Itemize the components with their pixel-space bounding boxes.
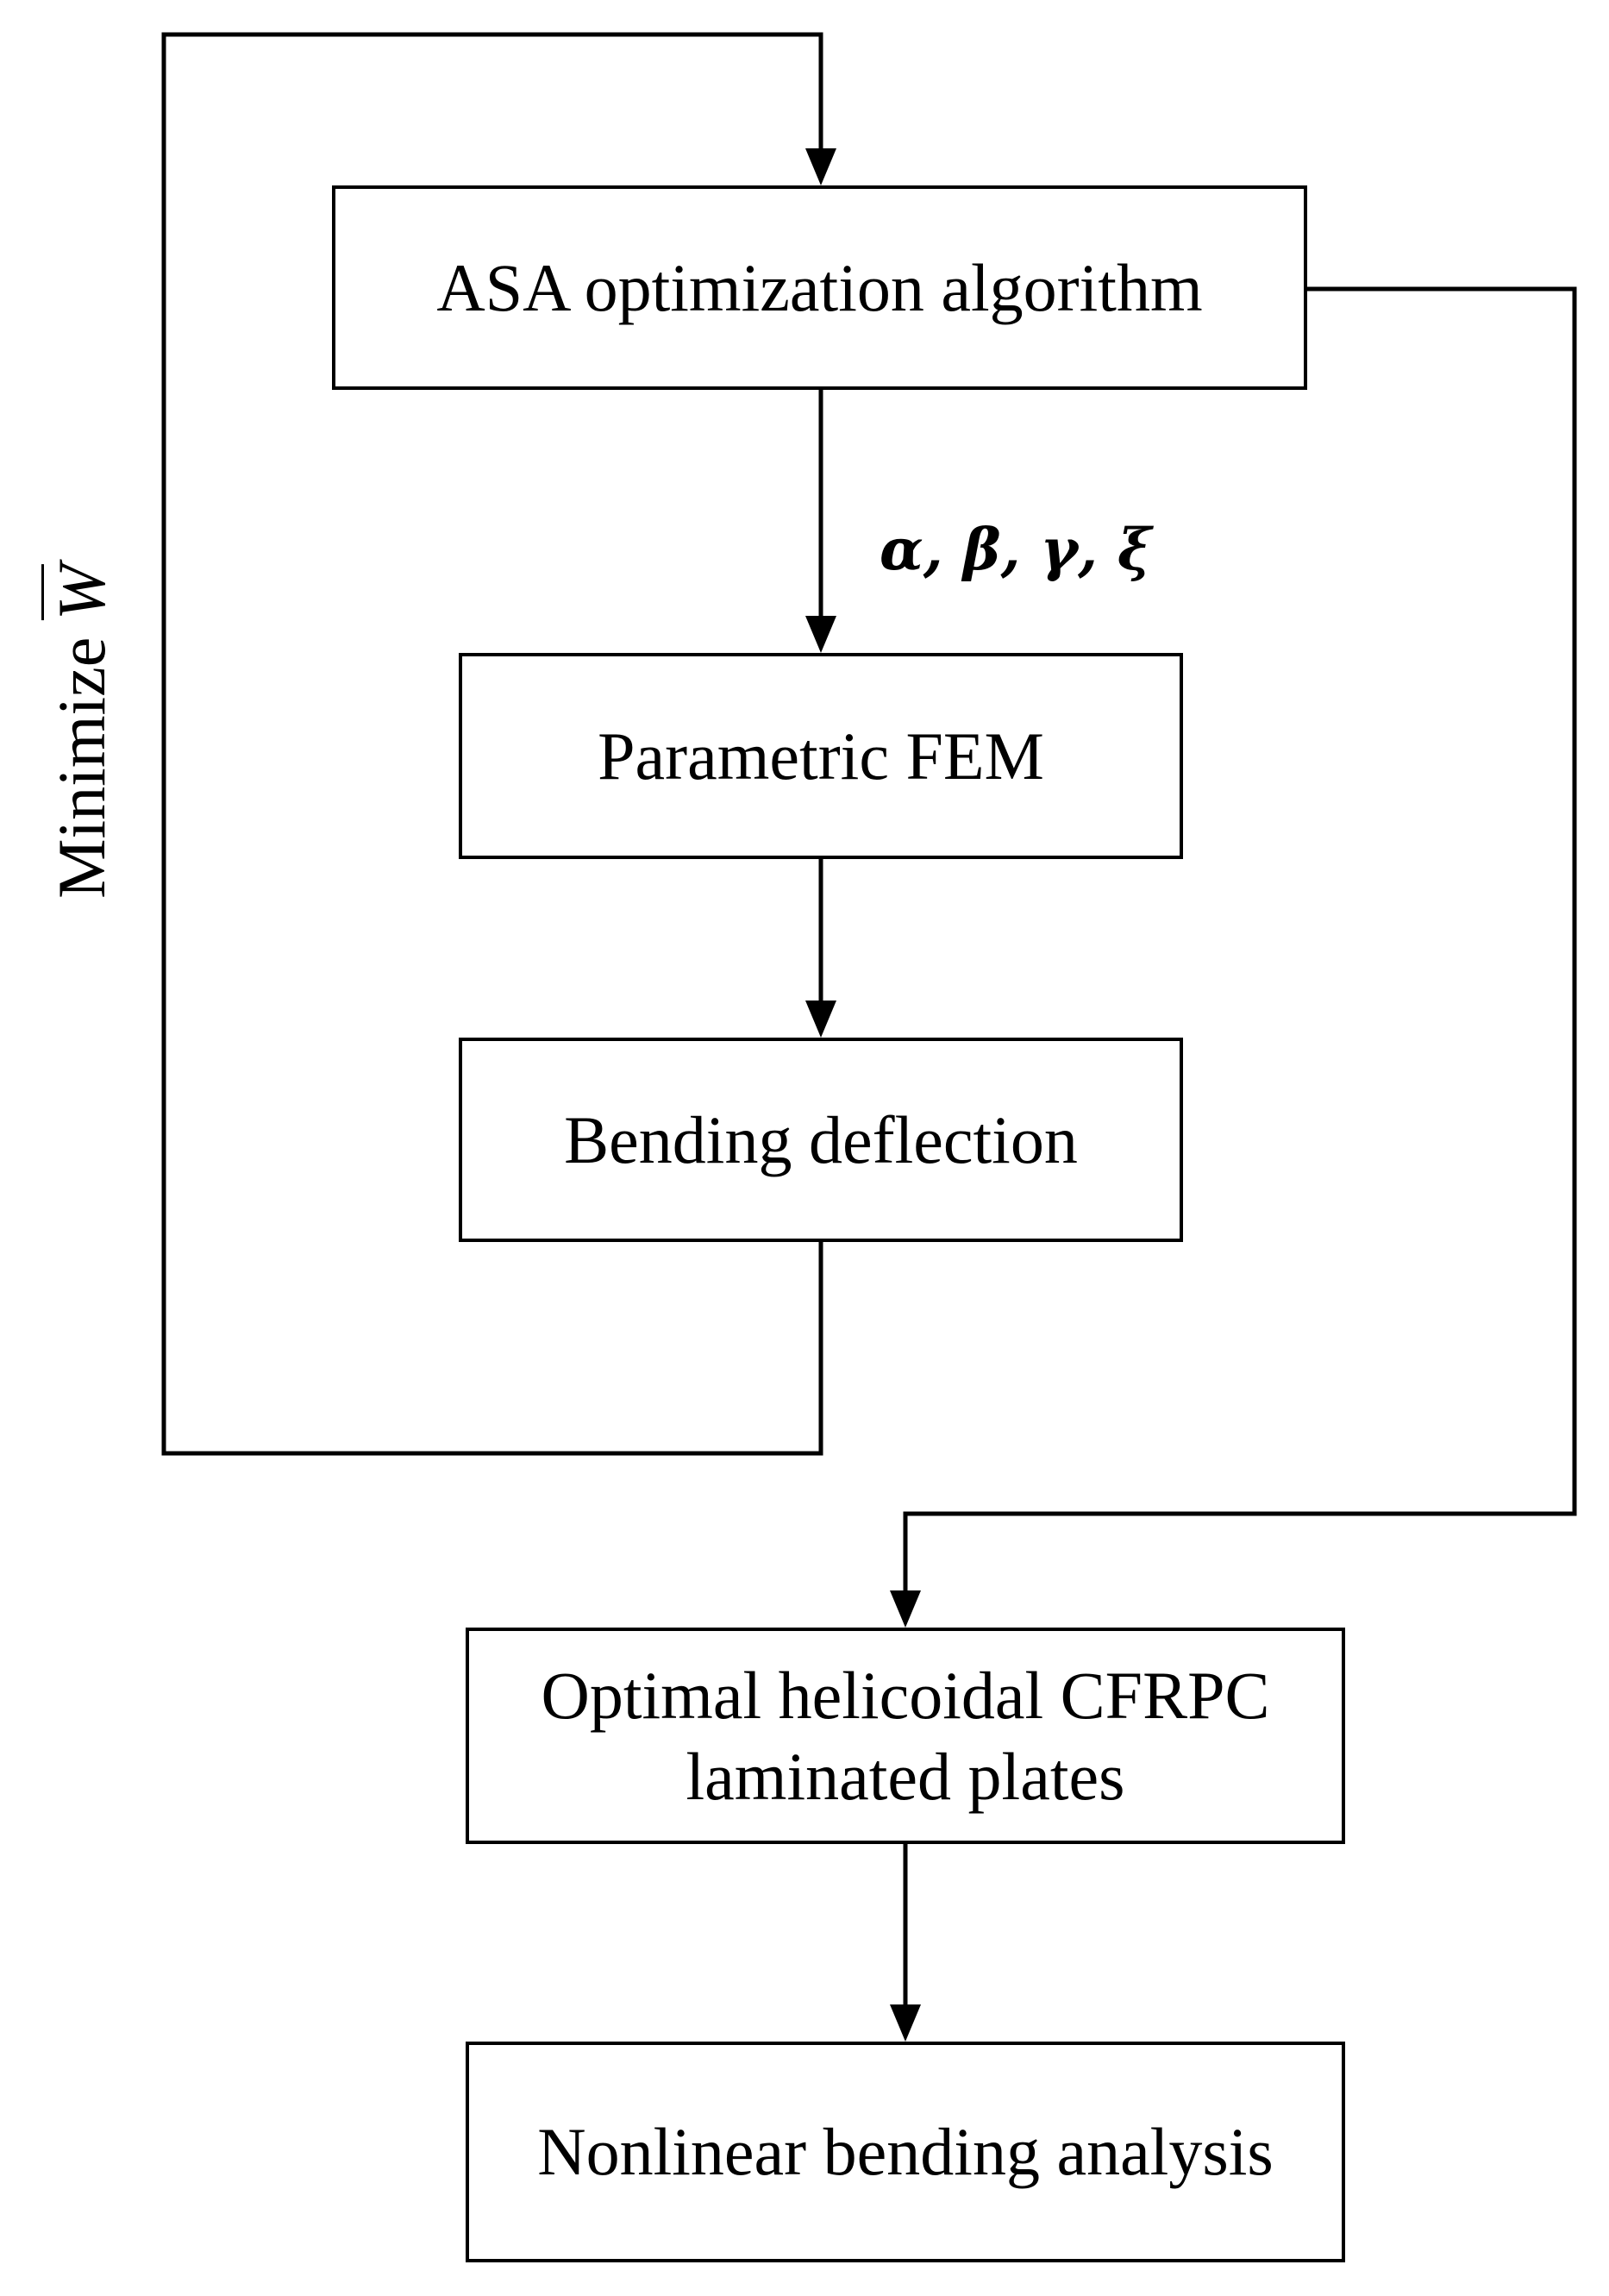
arrowhead-bending-in	[805, 1001, 836, 1038]
asa-to-optimal-arrow	[903, 286, 1577, 1596]
optimal-plates-label-line1: Optimal helicoidal CFRPC	[541, 1657, 1270, 1733]
asa-optimization-label: ASA optimization algorithm	[436, 249, 1203, 325]
arrowhead-optimal-in	[890, 1590, 921, 1628]
deflection-variable: W	[44, 564, 119, 621]
optimal-plates-box: Optimal helicoidal CFRPC laminated plate…	[466, 1628, 1345, 1844]
asa-optimization-box: ASA optimization algorithm	[332, 185, 1307, 390]
arrowhead-nonlinear-in	[890, 2004, 921, 2042]
minimize-text: Minimize	[44, 637, 119, 899]
nonlinear-bending-box: Nonlinear bending analysis	[466, 2042, 1345, 2262]
bending-deflection-label: Bending deflection	[564, 1101, 1078, 1177]
arrowhead-fem-in	[805, 616, 836, 653]
arrowhead-asa-in	[805, 148, 836, 185]
parametric-fem-label: Parametric FEM	[598, 718, 1044, 794]
bending-deflection-box: Bending deflection	[459, 1038, 1183, 1242]
nonlinear-bending-label: Nonlinear bending analysis	[537, 2114, 1274, 2190]
optimal-plates-label-line2: laminated plates	[686, 1738, 1125, 1814]
parametric-fem-box: Parametric FEM	[459, 653, 1183, 859]
feedback-loop-arrow	[161, 32, 823, 1456]
design-parameters-label: α, β, γ, ξ	[880, 516, 1152, 583]
